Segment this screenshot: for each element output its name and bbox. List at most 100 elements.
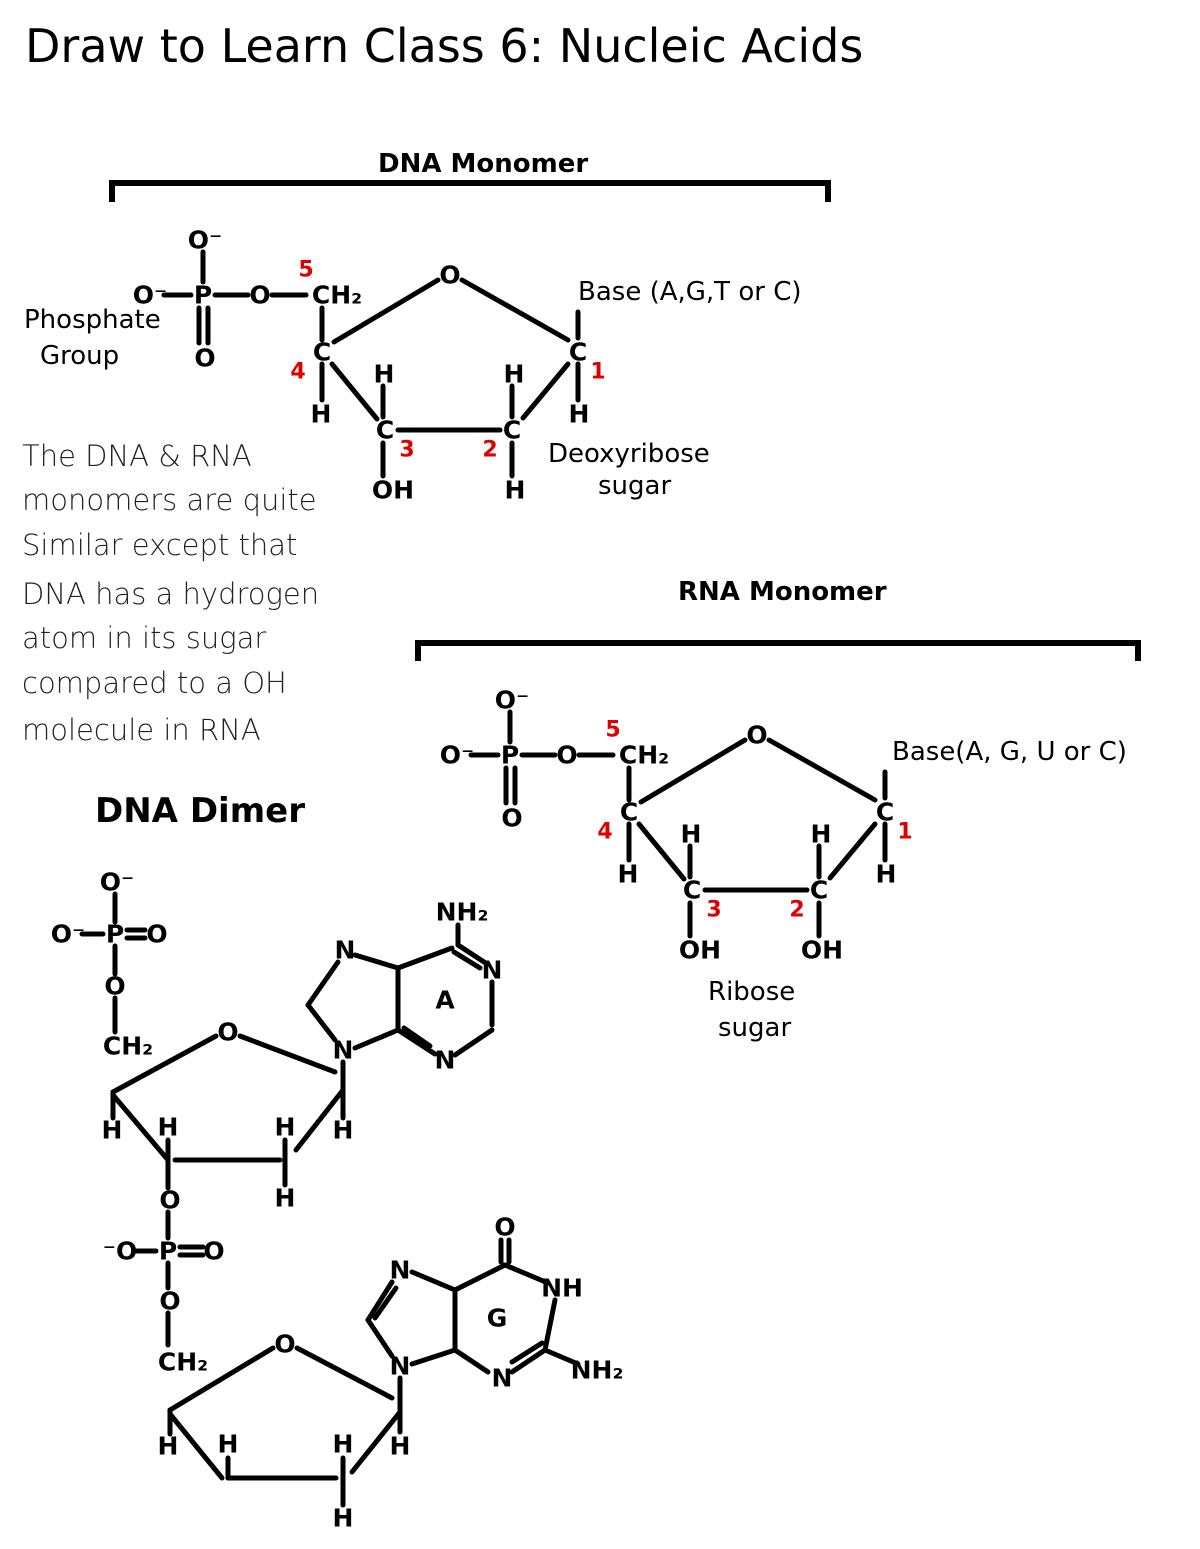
bond-line xyxy=(167,1411,225,1481)
atom-label: N xyxy=(482,956,503,985)
ribose-label-line1: Ribose xyxy=(708,977,795,1007)
bond-line xyxy=(520,361,571,421)
atom-label: O⁻ xyxy=(51,920,85,949)
bond-line xyxy=(509,1347,548,1375)
atom-label: OH xyxy=(679,936,721,965)
atom-label: H xyxy=(158,1432,179,1461)
atom-label: H xyxy=(618,860,639,889)
bond-line xyxy=(452,1347,491,1375)
dna-monomer-heading: DNA Monomer xyxy=(378,149,588,179)
carbon-number: 4 xyxy=(597,820,612,845)
bond-line xyxy=(365,1317,395,1359)
phosphate-label-line2: Group xyxy=(40,341,119,371)
atom-label: CH₂ xyxy=(312,281,362,310)
bond-line xyxy=(409,1269,458,1293)
carbon-number: 2 xyxy=(789,898,804,923)
bond-line xyxy=(110,1033,219,1095)
dna-monomer-bracket xyxy=(109,180,831,202)
note-line: monomers are quite xyxy=(22,483,317,517)
ribose-label-line2: sugar xyxy=(718,1013,791,1043)
atom-label: H xyxy=(811,820,832,849)
atom-label: O xyxy=(556,741,577,770)
atom-label: O xyxy=(159,1186,180,1215)
note-line: Similar except that xyxy=(22,528,297,562)
atom-label: O⁻ xyxy=(495,686,529,715)
bond-line xyxy=(372,1285,399,1321)
atom-label: ⁻O xyxy=(103,1237,137,1266)
bond-line xyxy=(352,952,401,971)
atom-label: O xyxy=(249,281,270,310)
bond-line xyxy=(167,1345,276,1413)
atom-label: C xyxy=(313,338,331,367)
atom-label: O⁻ xyxy=(100,868,134,897)
atom-label: H xyxy=(374,360,395,389)
atom-label: C xyxy=(620,798,638,827)
atom-label: N xyxy=(390,1256,411,1285)
bond-line xyxy=(293,1087,346,1153)
bond-line xyxy=(352,1027,401,1051)
atom-label: N xyxy=(333,1036,354,1065)
atom-label: H xyxy=(333,1430,354,1459)
note-line: The DNA & RNA xyxy=(22,439,252,473)
bond-line xyxy=(395,1027,438,1057)
bond-line xyxy=(451,949,483,971)
dna-base-label: Base (A,G,T or C) xyxy=(578,277,802,307)
atom-label: O xyxy=(104,972,125,1001)
bond-line xyxy=(294,1345,395,1401)
atom-label: H xyxy=(275,1184,296,1213)
atom-label: N xyxy=(335,936,356,965)
bond-line xyxy=(237,1033,338,1075)
bond-line xyxy=(401,1025,433,1049)
atom-label: H xyxy=(102,1116,123,1145)
carbon-number: 5 xyxy=(605,718,620,743)
atom-label: O xyxy=(746,721,767,750)
atom-label: CH₂ xyxy=(619,741,669,770)
page-title: Draw to Learn Class 6: Nucleic Acids xyxy=(25,19,863,73)
dna-monomer: DNA Monomer Phosphate Group Base (A,G,T … xyxy=(24,149,831,505)
atom-label: O xyxy=(194,344,215,373)
carbon-number: 4 xyxy=(290,360,305,385)
bond-line xyxy=(305,1002,338,1043)
atom-label: H xyxy=(876,860,897,889)
bond-line xyxy=(542,1347,581,1367)
carbon-number: 5 xyxy=(298,258,313,283)
bond-line xyxy=(452,1027,495,1058)
atom-label: NH₂ xyxy=(571,1356,624,1385)
atom-label: O xyxy=(494,1213,515,1242)
bond-line xyxy=(827,821,878,881)
carbon-number: 3 xyxy=(399,438,414,463)
note-line: atom in its sugar xyxy=(22,621,266,655)
deoxyribose-label-line1: Deoxyribose xyxy=(548,439,710,469)
atom-label: OH xyxy=(372,476,414,505)
atom-label: O xyxy=(203,1237,224,1266)
phosphate-label-line1: Phosphate xyxy=(24,305,161,335)
bond-line xyxy=(452,1262,508,1293)
atom-label: NH xyxy=(541,1274,583,1303)
atom-label: H xyxy=(505,476,526,505)
atom-label: P xyxy=(501,741,519,770)
rna-monomer-bracket xyxy=(415,640,1141,661)
atom-label: C xyxy=(376,416,394,445)
atom-label: C xyxy=(503,416,521,445)
atom-label: C xyxy=(569,338,587,367)
bond-line xyxy=(509,1340,545,1365)
atom-label: O⁻ xyxy=(188,226,222,255)
atom-label: O⁻ xyxy=(133,281,167,310)
bond-line xyxy=(365,1279,395,1323)
atom-label: CH₂ xyxy=(103,1032,153,1061)
bond-line xyxy=(349,1409,403,1475)
bond-line xyxy=(409,1347,458,1367)
bond-line xyxy=(638,737,748,805)
atom-label: O xyxy=(501,804,522,833)
atom-label: H xyxy=(333,1504,354,1533)
carbon-number: 3 xyxy=(706,898,721,923)
atom-label: NH₂ xyxy=(436,898,489,927)
atom-label: H xyxy=(218,1430,239,1459)
atom-label: H xyxy=(504,360,525,389)
comparison-note: The DNA & RNA monomers are quite Similar… xyxy=(22,439,319,747)
atom-label: A xyxy=(435,986,455,1015)
